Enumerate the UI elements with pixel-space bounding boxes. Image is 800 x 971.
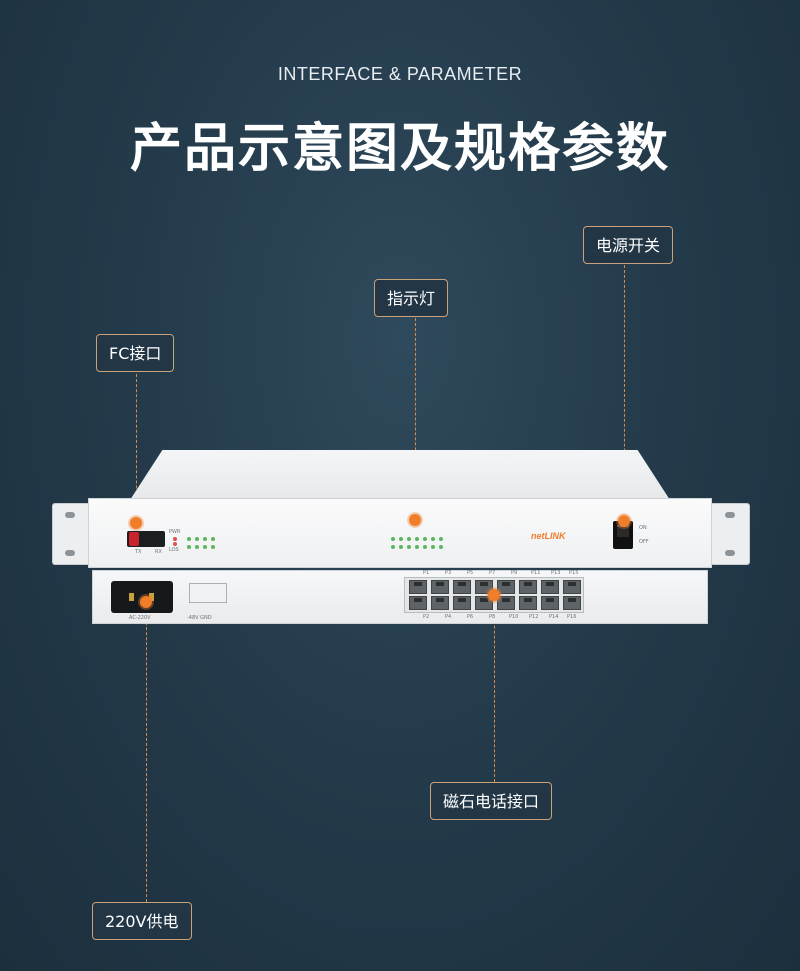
rj-port[interactable] [497,596,515,610]
status-led [195,537,199,541]
port-label: P2 [423,614,430,620]
los-led [173,542,177,546]
port-label: P5 [467,570,474,576]
callout-magneto-phone: 磁石电话接口 [430,782,553,820]
status-led [203,537,207,541]
port-label: P9 [511,570,518,576]
port-label: P4 [445,614,452,620]
los-label: LOS [169,547,179,553]
switch-off-label: OFF [639,539,649,545]
brand-logo: netLINK [531,531,566,541]
power-leader-line [146,602,147,902]
callout-fc: FC接口 [96,334,175,372]
switch-on-label: ON [639,525,647,531]
rack-ear-left [52,503,92,565]
mount-hole [725,512,735,518]
port-label: P1 [423,570,430,576]
fc-port [127,531,165,547]
rj-port[interactable] [497,580,515,594]
status-led [211,537,215,541]
subtitle: INTERFACE & PARAMETER [277,64,523,84]
fc-tx-label: TX [135,549,142,555]
rj-port[interactable] [519,580,537,594]
rj-port[interactable] [519,596,537,610]
chassis-top [130,450,670,500]
socket-pin [149,593,154,601]
rj-port[interactable] [453,580,471,594]
indicator-led [439,545,443,549]
pwr-label: PWR [169,529,181,535]
rj-port[interactable] [563,596,581,610]
indicator-led [407,537,411,541]
fc-leader-line [136,374,137,524]
fc-connector [129,532,139,546]
port-label: P12 [529,614,539,620]
indicator-led [431,545,435,549]
rj-port[interactable] [563,580,581,594]
pwr-led [173,537,177,541]
rj-port[interactable] [541,580,559,594]
dc-label: -48V GND [187,615,212,621]
status-led [211,545,215,549]
indicator-led [439,537,443,541]
port-label: P6 [467,614,474,620]
switch-marker-dot [618,515,630,527]
indicator-led [407,545,411,549]
indicator-led [423,537,427,541]
fc-rx-label: RX [155,549,162,555]
port-label: P16 [567,614,577,620]
port-label: P3 [445,570,452,576]
rj-port[interactable] [541,596,559,610]
mount-hole [65,550,75,556]
indicator-led [391,545,395,549]
port-label: P11 [531,570,541,576]
port-label: P15 [569,570,579,576]
indicator-led [431,537,435,541]
ac-label: AC-220V [129,615,151,621]
rack-ear-right [710,503,750,565]
phone-marker-dot [488,589,500,601]
power-switch[interactable] [613,521,633,549]
indicator-led [399,537,403,541]
status-led [187,545,191,549]
mount-hole [65,512,75,518]
port-label: P13 [551,570,561,576]
indicator-leader-line [415,318,416,520]
socket-pin [129,593,134,601]
port-label: P14 [549,614,559,620]
indicator-marker-dot [409,514,421,526]
rj-port[interactable] [475,596,493,610]
mount-hole [725,550,735,556]
rj-port[interactable] [453,596,471,610]
rj-port[interactable] [409,596,427,610]
status-led [195,545,199,549]
indicator-led [415,545,419,549]
indicator-led [391,537,395,541]
dc-input-cover [189,583,227,603]
port-label: P10 [509,614,519,620]
rj-port[interactable] [431,596,449,610]
rj-port[interactable] [409,580,427,594]
switch-leader-line [624,265,625,521]
indicator-led [399,545,403,549]
rear-panel: AC-220V -48V GND [92,570,708,624]
status-led [187,537,191,541]
page-title: 产品示意图及规格参数 [129,119,670,179]
status-led [203,545,207,549]
phone-leader-line [494,596,495,782]
callout-power-switch: 电源开关 [583,226,674,264]
fc-marker-dot [130,517,142,529]
callout-power-supply: 220V供电 [92,902,192,940]
port-label: P8 [489,614,496,620]
indicator-led [415,537,419,541]
indicator-led [423,545,427,549]
front-panel: TX RX PWR LOS netLINK [88,498,712,568]
port-label: P7 [489,570,496,576]
power-marker-dot [140,596,152,608]
rj-port[interactable] [431,580,449,594]
callout-indicator: 指示灯 [374,279,449,317]
